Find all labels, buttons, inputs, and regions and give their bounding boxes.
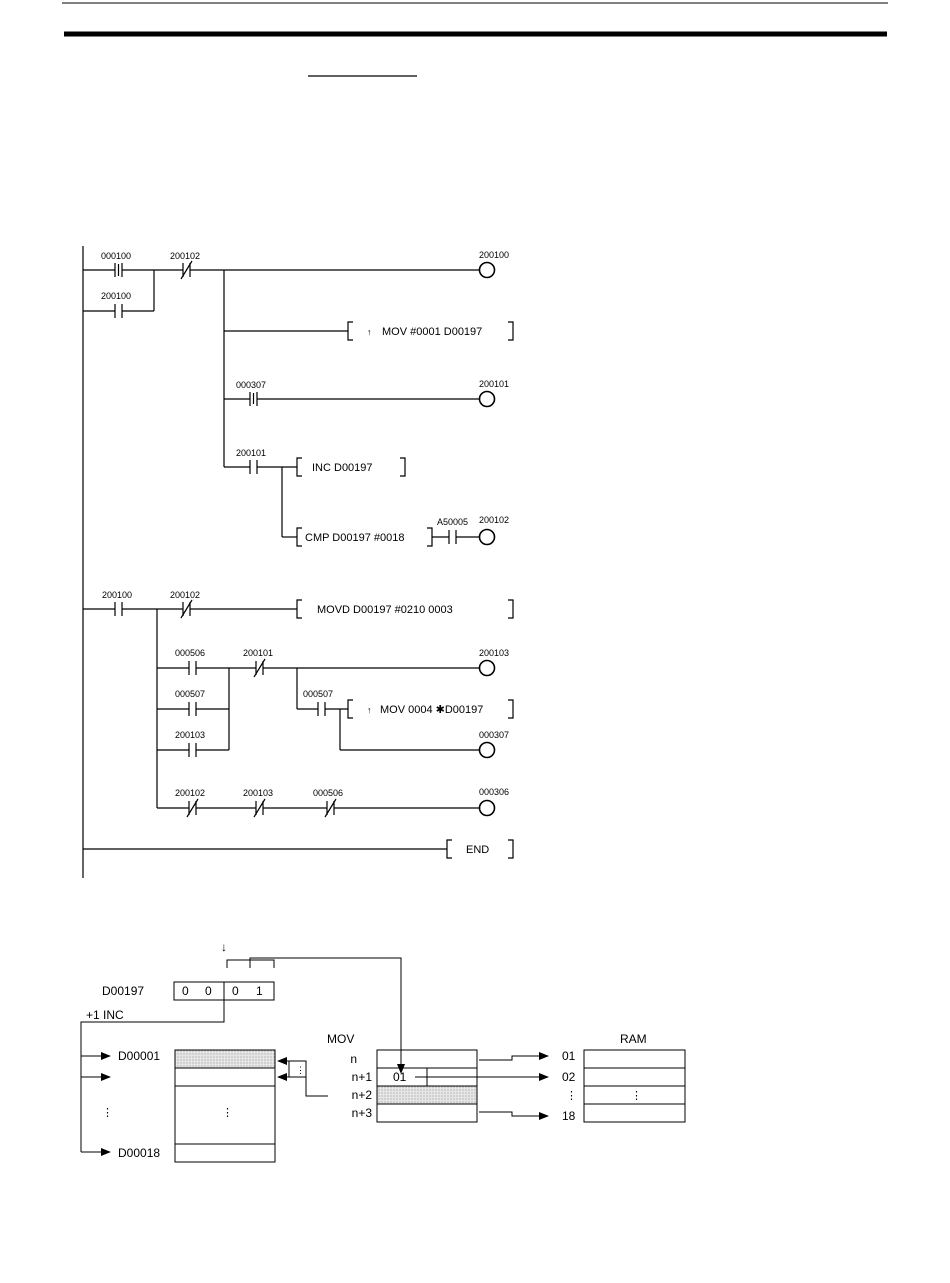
coil-000307-label: 000307	[479, 730, 509, 740]
d00018-label: D00018	[118, 1146, 160, 1160]
coil-200101	[478, 390, 496, 408]
digit-4: 1	[256, 984, 263, 998]
pointer-arrow	[249, 957, 405, 1074]
coil-200100-label: 200100	[479, 250, 509, 260]
n1-value: 01	[393, 1070, 407, 1084]
ellipsis-left: ⋮	[102, 1107, 113, 1119]
contact-200101-r2-label: 200101	[243, 648, 273, 658]
ram-18-label: 18	[562, 1109, 576, 1123]
n1-label: n+1	[352, 1070, 373, 1084]
cmp-instruction: CMP D00197 #0018	[305, 532, 404, 544]
contact-200102-r2-label: 200102	[170, 590, 200, 600]
n-label: n	[350, 1052, 357, 1066]
contact-000507-label: 000507	[175, 689, 205, 699]
contact-000506-r3-label: 000506	[313, 788, 343, 798]
n3-label: n+3	[352, 1106, 373, 1120]
mov2-arrow: ↑	[367, 705, 372, 715]
coil-200102-label: 200102	[479, 515, 509, 525]
ellipsis-small: ⋮	[296, 1065, 305, 1075]
digit-1: 0	[182, 984, 189, 998]
mov1-arrow: ↑	[367, 327, 372, 337]
inc-label: +1 INC	[86, 1008, 124, 1022]
coil-000306	[478, 799, 496, 817]
d00001-label: D00001	[118, 1049, 160, 1063]
coil-000306-label: 000306	[479, 787, 509, 797]
contact-200101-label: 200101	[236, 448, 266, 458]
coil-200100	[478, 261, 496, 279]
contact-200100-r2-label: 200100	[102, 590, 132, 600]
coil-200103	[478, 659, 496, 677]
memory-diagram: ↓ D00197 0 0 0 1 +1 INC D00001 D00018 ⋮ …	[80, 940, 686, 1163]
contact-200100-label: 200100	[101, 291, 131, 301]
contact-200103-r3-label: 200103	[243, 788, 273, 798]
mov1-instruction: MOV #0001 D00197	[382, 326, 482, 338]
n2-label: n+2	[352, 1088, 373, 1102]
digit-2: 0	[205, 984, 212, 998]
coil-200101-label: 200101	[479, 379, 509, 389]
contact-000506-label: 000506	[175, 648, 205, 658]
contact-200102-label: 200102	[170, 251, 200, 261]
n2-cell	[376, 1085, 478, 1105]
mov-label: MOV	[327, 1032, 354, 1046]
end-instruction: END	[466, 844, 489, 856]
ram-02-label: 02	[562, 1070, 576, 1084]
inc-instruction: INC D00197	[312, 462, 373, 474]
ladder-diagram: 000100 200102 200100 200100 ↑ MOV #0001 …	[82, 246, 514, 878]
down-arrow-label: ↓	[221, 940, 227, 954]
coil-000307	[478, 741, 496, 759]
contact-000100-label: 000100	[101, 251, 131, 261]
contact-000307-label: 000307	[236, 380, 266, 390]
ram-ellipsis: ⋮	[631, 1090, 642, 1102]
contact-000507-r2-label: 000507	[303, 689, 333, 699]
d00001-cell	[174, 1049, 276, 1069]
d00018-cell	[174, 1143, 276, 1163]
coil-200103-label: 200103	[479, 648, 509, 658]
contact-A50005-label: A50005	[437, 517, 468, 527]
ram-01-label: 01	[562, 1049, 576, 1063]
contact-200103-label: 200103	[175, 730, 205, 740]
contact-200102-r3-label: 200102	[175, 788, 205, 798]
digit-3: 0	[232, 984, 239, 998]
ellipsis-mid: ⋮	[222, 1107, 233, 1119]
mov2-instruction: MOV 0004 ✱D00197	[380, 704, 483, 716]
coil-200102	[478, 528, 496, 546]
movd-instruction: MOVD D00197 #0210 0003	[317, 604, 453, 616]
d00197-label: D00197	[102, 984, 144, 998]
ram-label: RAM	[620, 1032, 647, 1046]
ram-dots-label: ⋮	[566, 1090, 577, 1102]
